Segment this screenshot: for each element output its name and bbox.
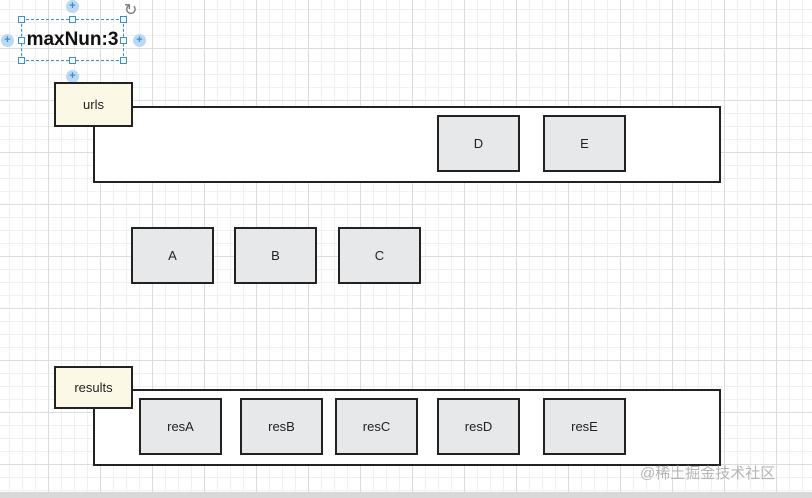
connection-point-right-icon[interactable]: +	[133, 34, 146, 47]
node-e[interactable]: E	[543, 115, 626, 172]
node-b[interactable]: B	[234, 227, 317, 284]
connection-point-left-icon[interactable]: +	[1, 34, 14, 47]
node-resd[interactable]: resD	[437, 398, 520, 455]
resize-handle-bottom[interactable]	[69, 57, 76, 64]
resize-handle-left[interactable]	[18, 37, 25, 44]
node-c[interactable]: C	[338, 227, 421, 284]
max-num-label[interactable]: maxNun:3	[26, 29, 119, 50]
watermark: @稀土掘金技术社区	[640, 465, 776, 482]
resize-handle-top-right[interactable]	[120, 16, 127, 23]
resize-handle-bottom-right[interactable]	[120, 57, 127, 64]
resize-handle-top-left[interactable]	[18, 16, 25, 23]
node-resa[interactable]: resA	[139, 398, 222, 455]
rotate-icon[interactable]: ↻	[124, 2, 138, 19]
node-d[interactable]: D	[437, 115, 520, 172]
node-rese[interactable]: resE	[543, 398, 626, 455]
connection-point-top-icon[interactable]: +	[66, 0, 79, 13]
resize-handle-top[interactable]	[69, 16, 76, 23]
node-resb[interactable]: resB	[240, 398, 323, 455]
node-resc[interactable]: resC	[335, 398, 418, 455]
urls-tag[interactable]: urls	[54, 82, 133, 127]
urls-container[interactable]	[93, 106, 721, 183]
resize-handle-right[interactable]	[120, 37, 127, 44]
connection-point-bottom-icon[interactable]: +	[66, 70, 79, 83]
resize-handle-bottom-left[interactable]	[18, 57, 25, 64]
results-tag[interactable]: results	[54, 366, 133, 409]
canvas-bottom-edge	[0, 492, 812, 498]
node-a[interactable]: A	[131, 227, 214, 284]
